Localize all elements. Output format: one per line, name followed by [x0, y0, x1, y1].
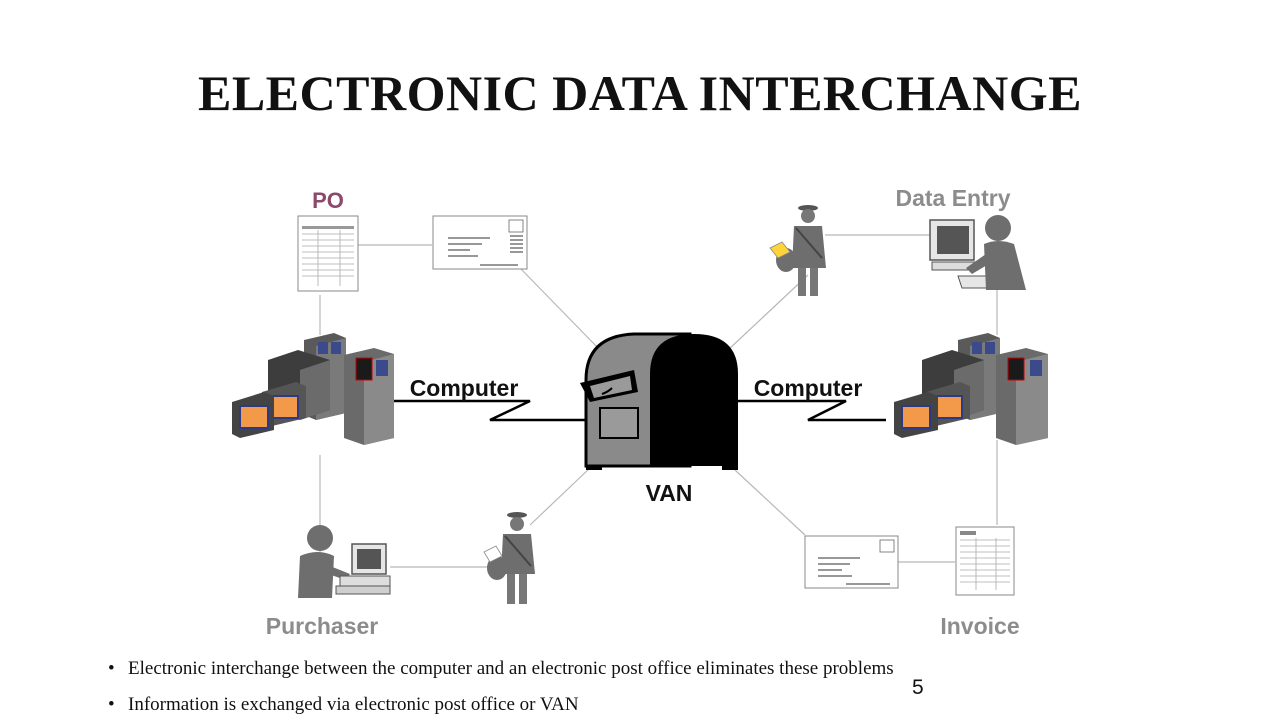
slide-title: ELECTRONIC DATA INTERCHANGE	[197, 65, 1082, 121]
bullet-dot: •	[108, 658, 115, 679]
computer-right-icon	[894, 333, 1048, 445]
invoice-label: Invoice	[940, 613, 1019, 639]
purchaser-label: Purchaser	[266, 613, 379, 639]
purchaser-workstation-icon	[298, 525, 391, 598]
po-document-icon	[297, 215, 359, 292]
network-link-left	[394, 399, 586, 422]
mailman-icon	[483, 512, 535, 604]
bullet-dot: •	[108, 694, 115, 715]
envelope-icon	[804, 535, 899, 589]
page-number: 5	[912, 676, 924, 699]
mailbox-icon	[580, 332, 738, 470]
network-link-right	[738, 399, 886, 422]
po-label: PO	[312, 188, 344, 213]
van-label: VAN	[646, 480, 693, 506]
computer-left-label: Computer	[410, 375, 519, 401]
mailman-icon	[769, 205, 826, 296]
bullet-list: • Electronic interchange between the comp…	[108, 654, 894, 726]
invoice-document-icon	[955, 526, 1015, 596]
bullet-text: Electronic interchange between the compu…	[128, 658, 894, 679]
data-entry-workstation-icon	[929, 215, 1026, 290]
bullet-item: • Electronic interchange between the comp…	[108, 654, 894, 690]
computer-left-icon	[232, 333, 394, 445]
computer-right-label: Computer	[754, 375, 863, 401]
envelope-icon	[432, 215, 528, 270]
bullet-text: Information is exchanged via electronic …	[128, 694, 579, 715]
connector-lines	[319, 234, 998, 568]
data-entry-label: Data Entry	[895, 185, 1010, 211]
bullet-item: • Information is exchanged via electronic…	[108, 690, 894, 726]
